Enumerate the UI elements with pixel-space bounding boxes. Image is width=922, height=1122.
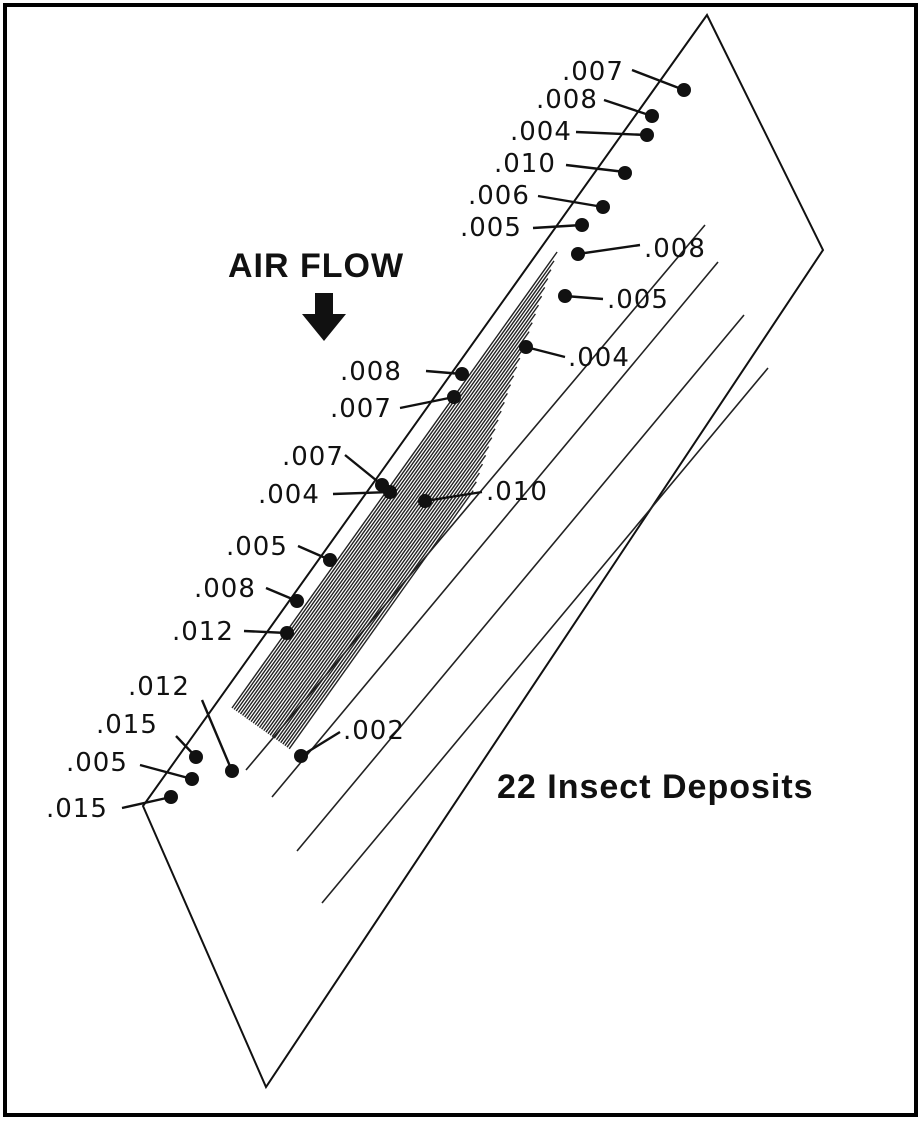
hatch-line (288, 490, 474, 750)
hatch-line (261, 375, 515, 730)
deposit-dot (323, 553, 337, 567)
hatch-line (267, 401, 505, 735)
deposit-value-label: .005 (460, 213, 522, 243)
deposit-dot (618, 166, 632, 180)
deposit-leader-line (332, 490, 391, 496)
hatch-line (263, 384, 512, 732)
deposit-leader-line (344, 454, 383, 486)
plate-line (271, 261, 719, 798)
deposit-leader-line (139, 763, 193, 781)
deposit-value-label: .012 (128, 672, 190, 702)
plate-line (321, 367, 769, 904)
deposit-leader-line (577, 243, 641, 256)
deposit-leader-line (631, 68, 685, 92)
deposit-dot (640, 128, 654, 142)
plate-line (245, 224, 706, 771)
deposit-leader-line (243, 629, 288, 635)
deposit-leader-line (603, 98, 653, 118)
hatch-line (250, 331, 530, 723)
hatch-line (286, 481, 477, 748)
hatch-line (275, 437, 493, 741)
deposit-value-label: .005 (66, 748, 128, 778)
deposit-value-label: .004 (510, 117, 572, 147)
deposit-value-label: .004 (568, 343, 630, 373)
deposit-value-label: .006 (468, 181, 530, 211)
deposit-count-caption: 22 Insect Deposits (497, 768, 814, 806)
hatch-line (273, 428, 496, 739)
deposit-dot (558, 289, 572, 303)
deposit-value-label: .008 (340, 357, 402, 387)
hatch-line (258, 366, 518, 729)
deposit-dot (290, 594, 304, 608)
deposit-value-label: .008 (644, 234, 706, 264)
deposit-value-label: .007 (282, 442, 344, 472)
deposit-dot (645, 109, 659, 123)
deposit-leader-line (565, 163, 626, 174)
deposit-dot (575, 218, 589, 232)
deposit-value-label: .005 (226, 532, 288, 562)
deposit-leader-line (424, 490, 483, 503)
hatch-line (242, 295, 543, 716)
deposit-value-label: .007 (562, 57, 624, 87)
deposit-value-label: .008 (194, 574, 256, 604)
plate-line (296, 314, 745, 852)
deposit-value-label: .007 (330, 394, 392, 424)
deposit-dot (383, 485, 397, 499)
deposit-dot (280, 626, 294, 640)
deposit-leader-line (121, 795, 172, 810)
plate-surface-lines (245, 224, 769, 904)
deposit-leader-line (300, 730, 341, 758)
air-flow-label: AIR FLOW (228, 247, 404, 285)
deposit-value-label: .004 (258, 480, 320, 510)
deposit-dot (447, 390, 461, 404)
deposit-leader-line (532, 223, 583, 230)
deposit-dot (455, 367, 469, 381)
hatch-line (254, 348, 524, 726)
deposit-dot (519, 340, 533, 354)
deposit-value-label: .012 (172, 617, 234, 647)
deposit-value-label: .002 (343, 716, 405, 746)
hatched-impact-region (231, 251, 558, 750)
hatch-line (239, 286, 546, 715)
hatch-line (269, 410, 502, 736)
hatch-line (256, 357, 521, 727)
hatch-line (265, 392, 508, 733)
deposit-dot (225, 764, 239, 778)
deposit-dot (596, 200, 610, 214)
hatch-line (282, 463, 484, 745)
deposit-value-label: .015 (46, 794, 108, 824)
wing-plate-outline (141, 13, 825, 1090)
deposit-dot (294, 749, 308, 763)
deposit-dot (164, 790, 178, 804)
hatch-line (248, 322, 533, 721)
deposit-value-label: .015 (96, 710, 158, 740)
deposit-value-label: .008 (536, 85, 598, 115)
deposit-leader-line (399, 395, 455, 410)
hatch-line (280, 454, 487, 744)
deposit-value-label: .010 (494, 149, 556, 179)
deposit-leader-line (200, 699, 234, 772)
hatch-line (271, 419, 499, 738)
hatch-line (246, 313, 536, 720)
hatch-line (244, 304, 540, 718)
deposit-dot (185, 772, 199, 786)
deposit-dot (189, 750, 203, 764)
deposit-dot (571, 247, 585, 261)
deposit-dot (677, 83, 691, 97)
deposit-leader-line (575, 130, 648, 137)
deposit-value-label: .005 (607, 285, 669, 315)
hatch-line (252, 339, 527, 724)
deposit-dot (418, 494, 432, 508)
down-arrow-icon (302, 293, 346, 341)
figure-frame (3, 3, 918, 1117)
deposit-leader-line (537, 194, 604, 209)
deposit-value-label: .010 (486, 477, 548, 507)
